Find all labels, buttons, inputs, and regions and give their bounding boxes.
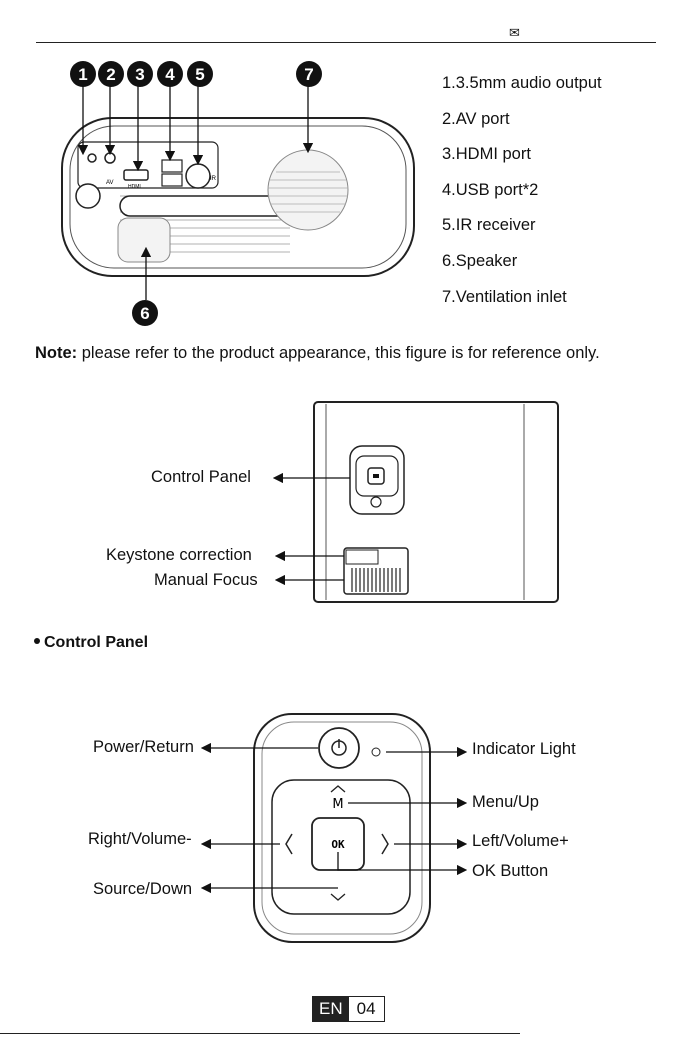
header-rule xyxy=(36,42,656,43)
label-menu-up: Menu/Up xyxy=(472,793,539,811)
envelope-icon: ✉ xyxy=(509,26,520,41)
page-number: 04 xyxy=(356,999,376,1018)
ventilation-grille xyxy=(267,149,349,231)
note-text: please refer to the product appearance, … xyxy=(77,344,600,362)
menu-button-glyph: M xyxy=(332,797,343,812)
marker-2: 2 xyxy=(106,65,115,84)
label-source-down: Source/Down xyxy=(93,880,193,898)
section-title-text: Control Panel xyxy=(44,634,149,651)
marker-3: 3 xyxy=(135,65,144,84)
control-panel-figure: OK M xyxy=(200,713,468,943)
label-left-volume: Left/Volume+ xyxy=(472,832,569,850)
marker-7: 7 xyxy=(304,65,313,84)
label-power-return: Power/Return xyxy=(93,738,194,756)
legend-item: 5.IR receiver xyxy=(442,216,536,235)
label-manual-focus: Manual Focus xyxy=(154,571,258,589)
label-control-panel: Control Panel xyxy=(151,468,251,486)
port-legend: 1.3.5mm audio output 2.AV port 3.HDMI po… xyxy=(442,66,602,315)
label-right-volume: Right/Volume- xyxy=(88,830,192,848)
av-tiny-label: AV xyxy=(106,180,114,186)
ok-button-glyph: OK xyxy=(331,838,345,851)
marker-5: 5 xyxy=(195,65,204,84)
side-projector-figure xyxy=(272,401,559,603)
hdmi-tiny-label: HDMI xyxy=(128,184,141,190)
footer-rule xyxy=(0,1033,520,1034)
speaker-grille xyxy=(117,217,171,263)
legend-item: 7.Ventilation inlet xyxy=(442,287,567,306)
marker-4: 4 xyxy=(165,65,175,84)
ir-tiny-label: IR xyxy=(210,176,217,182)
reference-note: Note: please refer to the product appear… xyxy=(35,344,600,363)
bullet-icon xyxy=(34,637,40,644)
label-keystone-correction: Keystone correction xyxy=(106,546,252,564)
label-ok-button: OK Button xyxy=(472,862,549,880)
marker-6: 6 xyxy=(140,304,149,323)
legend-item: 2.AV port xyxy=(442,109,510,128)
language-badge: EN xyxy=(313,997,349,1021)
legend-item: 4.USB port*2 xyxy=(442,180,539,199)
legend-item: 6.Speaker xyxy=(442,251,518,270)
legend-item: 3.HDMI port xyxy=(442,145,531,164)
marker-circles xyxy=(70,61,322,326)
legend-item: 1.3.5mm audio output xyxy=(442,74,602,92)
marker-1: 1 xyxy=(78,65,87,84)
note-prefix: Note: xyxy=(35,344,78,362)
label-indicator-light: Indicator Light xyxy=(472,740,576,758)
section-title: Control Panel xyxy=(34,634,148,652)
page-footer: EN 04 xyxy=(312,996,385,1022)
